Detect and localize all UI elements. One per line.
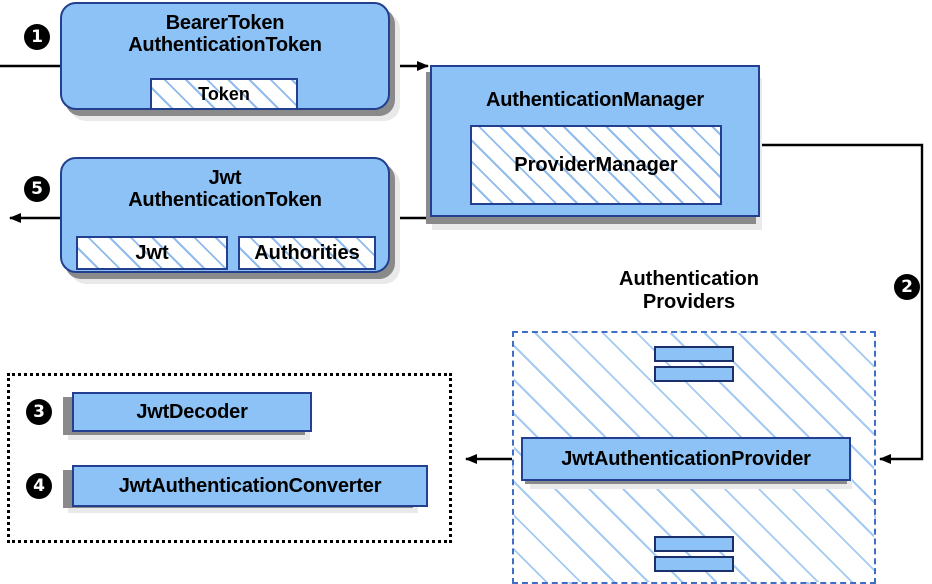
node-jwt-decoder-title: JwtDecoder [136, 400, 248, 423]
node-jwt-provider-title: JwtAuthenticationProvider [561, 447, 811, 470]
subbox-authorities[interactable]: Authorities [238, 236, 376, 270]
provider-stack-bar-top-1 [654, 346, 734, 362]
node-jwt-token-title: Jwt AuthenticationToken [128, 167, 322, 212]
node-jwt-converter-title: JwtAuthenticationConverter [118, 474, 382, 497]
subbox-provider-manager[interactable]: ProviderManager [470, 125, 722, 205]
badge-step-4: 4 [26, 473, 52, 499]
node-bearer-token-authentication-token[interactable]: BearerToken AuthenticationToken [60, 2, 390, 110]
subbox-jwt[interactable]: Jwt [76, 236, 228, 270]
badge-step-1-label: 1 [31, 26, 43, 47]
node-jwt-authentication-token[interactable]: Jwt AuthenticationToken [60, 157, 390, 273]
node-authentication-manager-title: AuthenticationManager [485, 89, 705, 111]
subbox-authorities-label: Authorities [254, 241, 360, 264]
badge-step-5-label: 5 [31, 178, 43, 199]
subbox-jwt-label: Jwt [135, 241, 169, 264]
badge-step-3: 3 [26, 399, 52, 425]
badge-step-3-label: 3 [33, 401, 45, 422]
subbox-token-label: Token [198, 83, 250, 104]
node-jwt-decoder[interactable]: JwtDecoder [72, 392, 312, 432]
badge-step-5: 5 [24, 176, 50, 202]
providers-region-caption: Authentication Providers [619, 268, 759, 313]
badge-step-4-label: 4 [33, 475, 45, 496]
badge-step-2: 2 [894, 274, 920, 300]
node-jwt-authentication-converter[interactable]: JwtAuthenticationConverter [72, 465, 428, 507]
region-jwt-support [7, 373, 452, 543]
badge-step-2-label: 2 [901, 276, 913, 297]
provider-stack-bar-bottom-1 [654, 536, 734, 552]
provider-stack-bar-top-2 [654, 366, 734, 382]
subbox-token[interactable]: Token [150, 78, 298, 110]
badge-step-1: 1 [24, 24, 50, 50]
subbox-provider-manager-label: ProviderManager [514, 153, 678, 176]
node-jwt-authentication-provider[interactable]: JwtAuthenticationProvider [521, 437, 851, 481]
line-step2-manager-to-provider [760, 143, 924, 464]
node-bearer-token-title: BearerToken AuthenticationToken [128, 12, 322, 57]
provider-stack-bar-bottom-2 [654, 556, 734, 572]
